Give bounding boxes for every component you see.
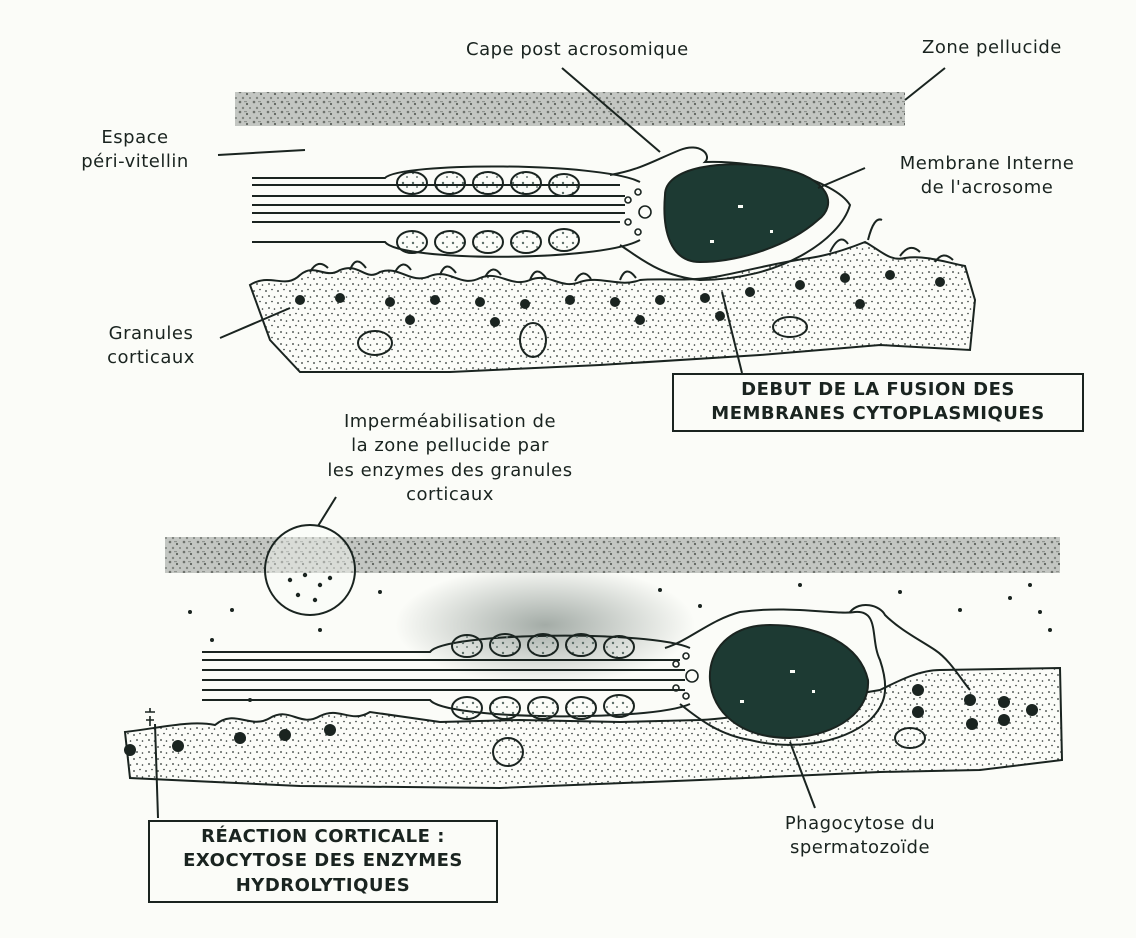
label-espace-peri-vitellin: Espace péri-vitellin	[40, 126, 230, 175]
leader-lines-top	[217, 67, 946, 374]
box-reaction-line-3: HYDROLYTIQUES	[235, 874, 411, 896]
label-phagocytose: Phagocytose du spermatozoïde	[755, 812, 965, 861]
box-reaction-line-2: EXOCYTOSE DES ENZYMES	[183, 850, 463, 872]
sperm-head-outline-bottom	[664, 608, 887, 746]
label-membrane-line-1: Membrane Interne	[899, 153, 1075, 174]
top-panel	[217, 67, 977, 374]
organelles-top	[357, 316, 808, 358]
box-reaction-corticale: RÉACTION CORTICALE : EXOCYTOSE DES ENZYM…	[148, 820, 498, 903]
label-espace-line-1: Espace	[101, 127, 169, 148]
exocytosis-marker	[145, 708, 155, 726]
label-granules-corticaux: Granules corticaux	[76, 322, 226, 371]
box-fusion-line-1: DEBUT DE LA FUSION DES	[741, 379, 1015, 400]
label-granules-line-2: corticaux	[107, 347, 195, 369]
label-imperm-line-1: Imperméabilisation de	[343, 411, 557, 432]
zona-pellucida-bottom	[165, 537, 1060, 573]
label-imperm-line-3: les enzymes des granules	[327, 459, 573, 481]
label-phago-line-1: Phagocytose du	[784, 813, 936, 834]
label-membrane-line-2: de l'acrosome	[920, 177, 1054, 199]
cortical-granules-bottom	[124, 684, 1038, 756]
egg-cytoplasm-top	[248, 240, 977, 373]
ruffled-membrane	[849, 604, 971, 691]
label-membrane-interne: Membrane Interne de l'acrosome	[862, 152, 1112, 201]
organelles-bottom	[492, 727, 926, 767]
mitochondria-bottom	[451, 633, 635, 720]
label-imperm-line-2: la zone pellucide par	[351, 435, 549, 457]
microvilli-top	[309, 218, 954, 282]
cortical-granules-top	[295, 270, 945, 327]
label-granules-line-1: Granules	[108, 323, 194, 344]
box-reaction-line-1: RÉACTION CORTICALE :	[201, 826, 445, 847]
label-cape-post-acrosomique: Cape post acrosomique	[466, 39, 689, 60]
mitochondria-top	[396, 171, 580, 254]
nucleus-bottom	[708, 623, 870, 740]
centriole-bottom	[672, 652, 699, 700]
sperm-head-outline-top	[609, 146, 852, 282]
enzyme-cloud	[395, 565, 695, 685]
label-phago-line-2: spermatozoïde	[789, 837, 931, 859]
label-imperm-line-4: corticaux	[406, 483, 494, 505]
nucleus-specks-top	[710, 205, 773, 243]
nucleus-specks-bottom	[740, 670, 815, 703]
magnifier-circle	[264, 524, 356, 616]
nucleus-top	[663, 163, 830, 264]
zona-pellucida-top	[235, 92, 905, 126]
bottom-panel	[123, 496, 1064, 819]
leader-lines-bottom	[154, 496, 816, 819]
magnifier-dots	[287, 572, 333, 603]
centriole-top	[624, 188, 652, 236]
box-debut-fusion: DEBUT DE LA FUSION DES MEMBRANES CYTOPLA…	[672, 373, 1084, 432]
box-fusion-line-2: MEMBRANES CYTOPLASMIQUES	[711, 403, 1045, 425]
label-espace-line-2: péri-vitellin	[81, 151, 189, 173]
label-impermeabilisation: Imperméabilisation de la zone pellucide …	[280, 410, 620, 507]
label-zone-pellucide: Zone pellucide	[922, 37, 1062, 58]
egg-cytoplasm-bottom	[123, 666, 1064, 790]
